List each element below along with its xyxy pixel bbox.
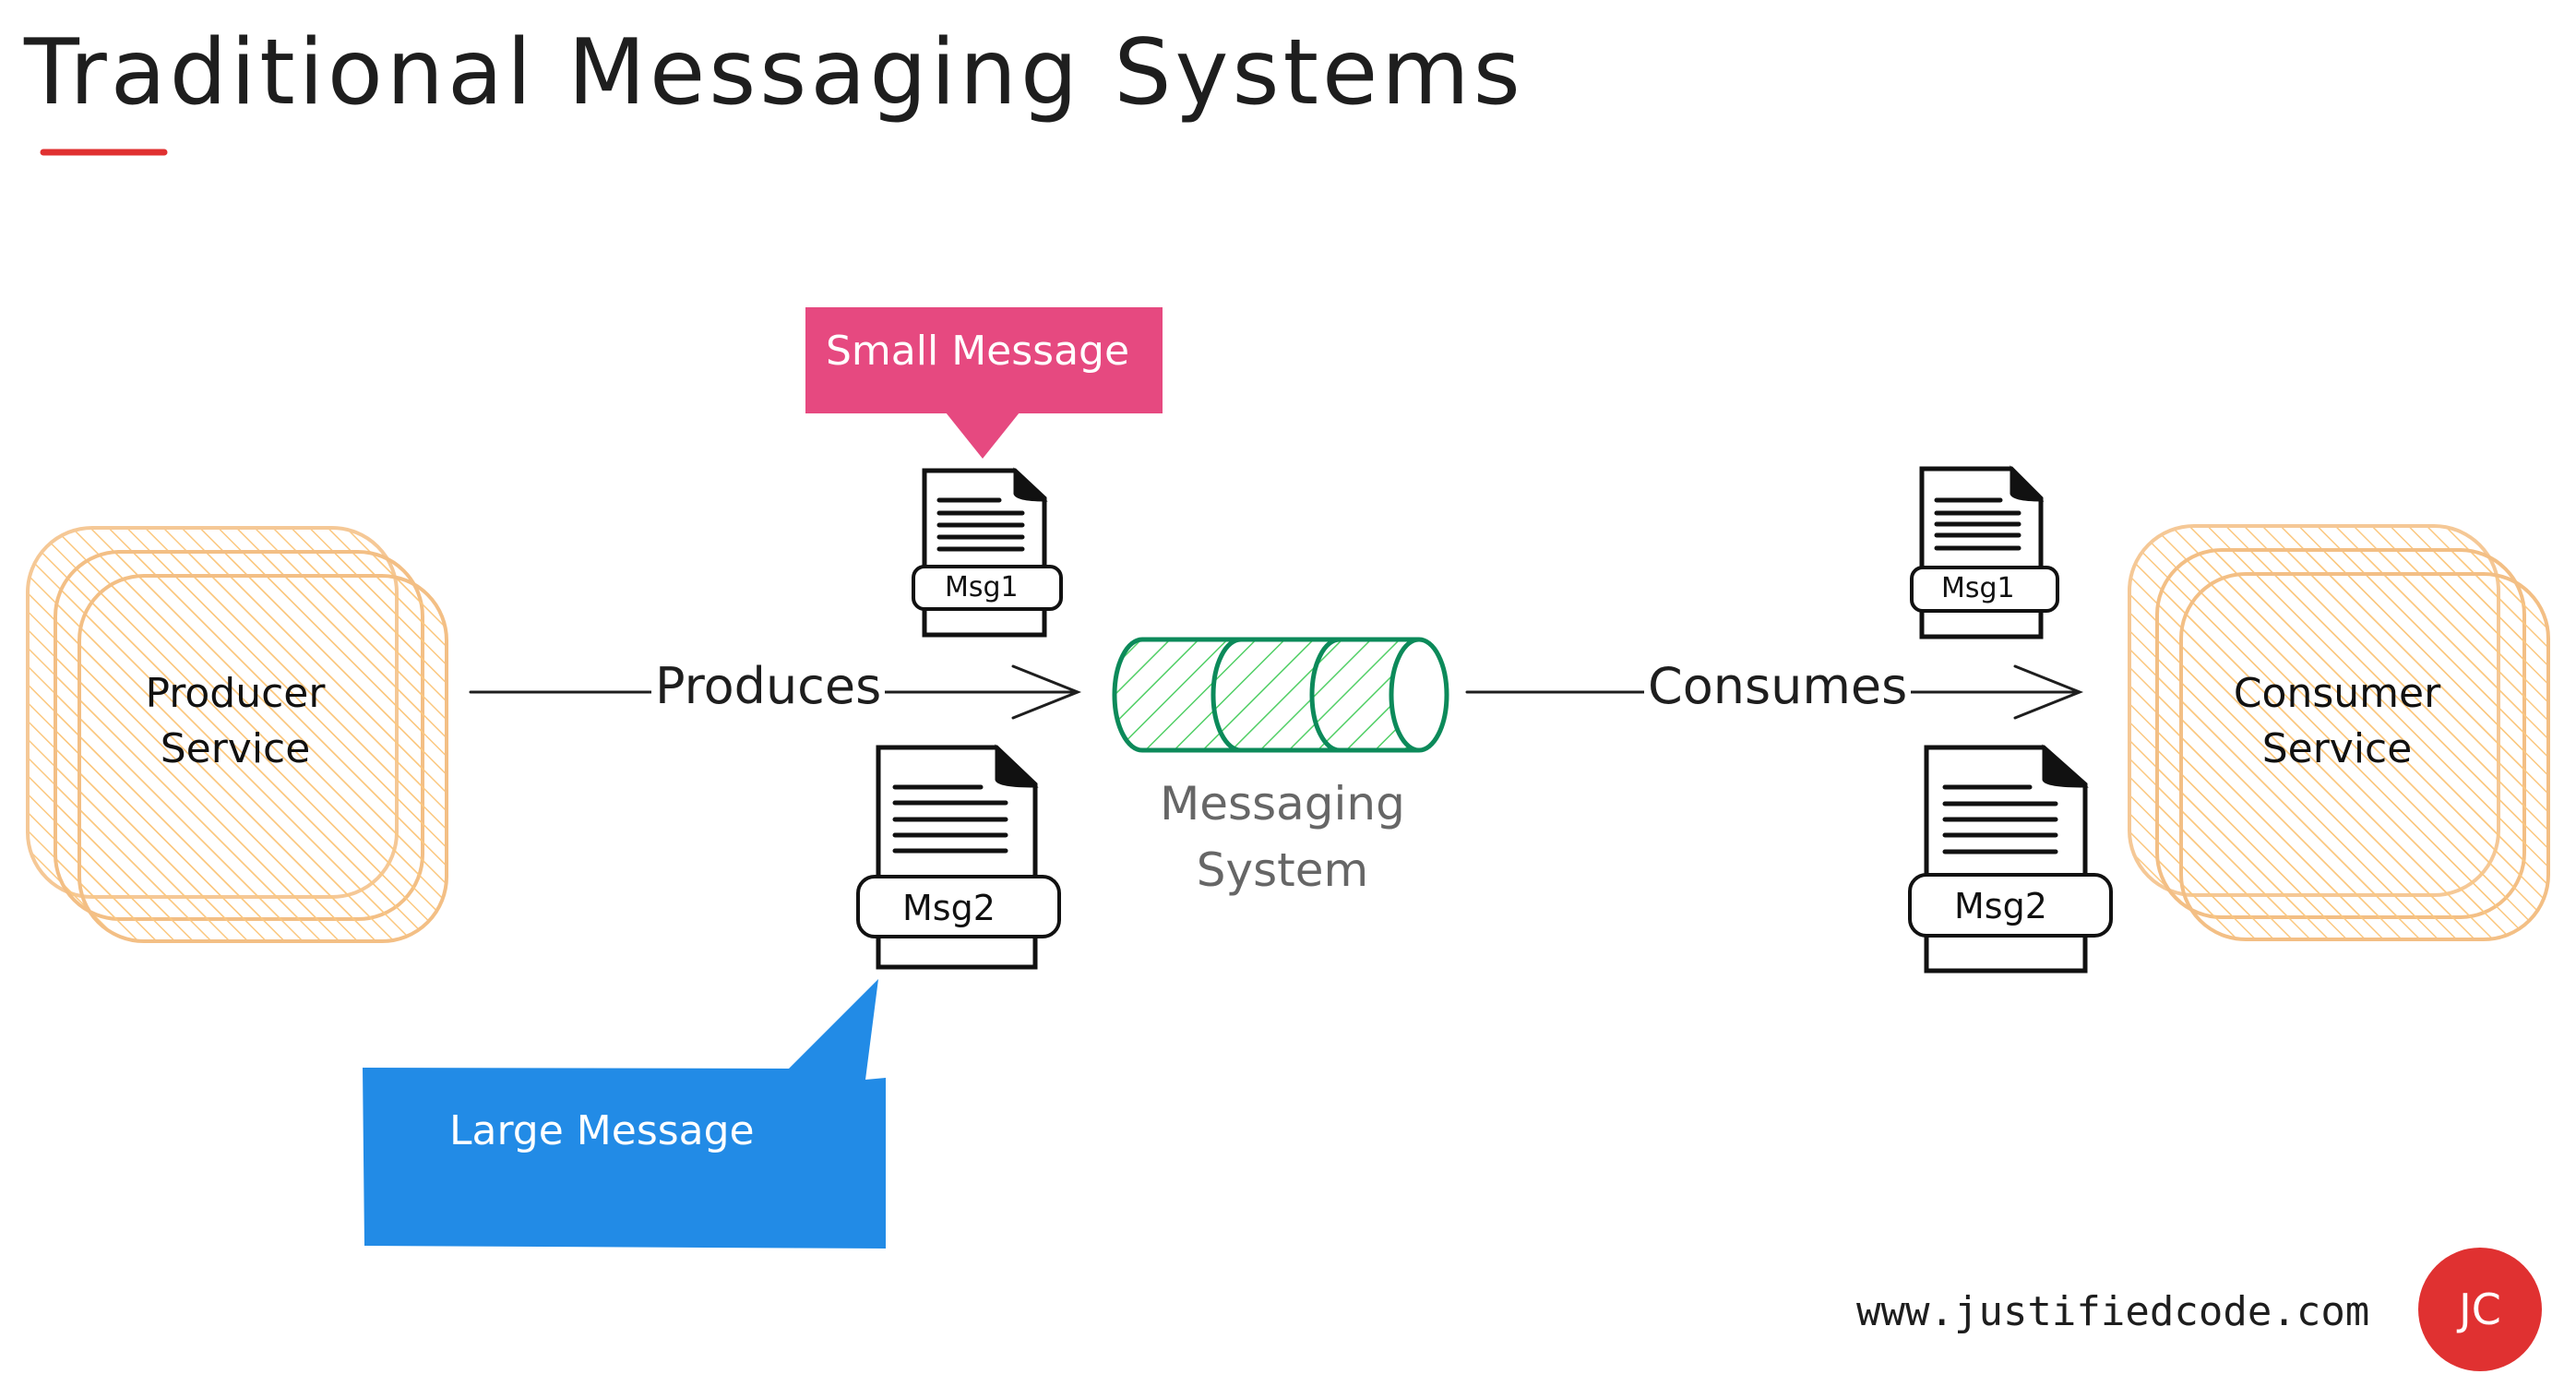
producer-msg1-document-icon <box>912 467 1063 638</box>
producer-service-label: Producer Service <box>120 666 351 777</box>
producer-msg2-label: Msg2 <box>902 888 996 928</box>
messaging-system-label-line1: Messaging <box>1160 777 1405 830</box>
website-link[interactable]: www.justifiedcode.com <box>1856 1288 2370 1335</box>
consumer-service-label-line1: Consumer <box>2233 670 2441 717</box>
small-message-callout: Small Message <box>826 328 1130 375</box>
large-message-callout: Large Message <box>449 1107 755 1154</box>
consumer-service-shape <box>2128 524 2550 941</box>
messaging-system-label-line2: System <box>1196 843 1369 897</box>
producer-service-label-line2: Service <box>160 725 311 772</box>
producer-msg1-label: Msg1 <box>945 571 1019 603</box>
consumer-msg2-document-icon <box>1908 744 2113 974</box>
large-message-callout-shape <box>363 979 886 1249</box>
jc-logo: JC <box>2418 1248 2542 1371</box>
produces-label: Produces <box>651 657 886 715</box>
producer-service-label-line1: Producer <box>145 670 326 717</box>
producer-msg2-document-icon <box>856 744 1061 970</box>
consumer-msg2-label: Msg2 <box>1954 886 2047 926</box>
messaging-system-label: Messaging System <box>1135 771 1430 903</box>
consumer-service-label-line2: Service <box>2261 725 2413 772</box>
consumes-label: Consumes <box>1644 657 1912 715</box>
messaging-system-queue <box>1112 637 1449 753</box>
producer-service-shape <box>26 526 448 943</box>
consumer-service-label: Consumer Service <box>2222 666 2452 777</box>
page-title: Traditional Messaging Systems <box>24 20 1524 125</box>
consumer-msg1-document-icon <box>1910 465 2059 639</box>
consumer-msg1-label: Msg1 <box>1941 572 2015 604</box>
jc-logo-text: JC <box>2459 1284 2501 1334</box>
small-message-callout-shape <box>805 307 1163 459</box>
